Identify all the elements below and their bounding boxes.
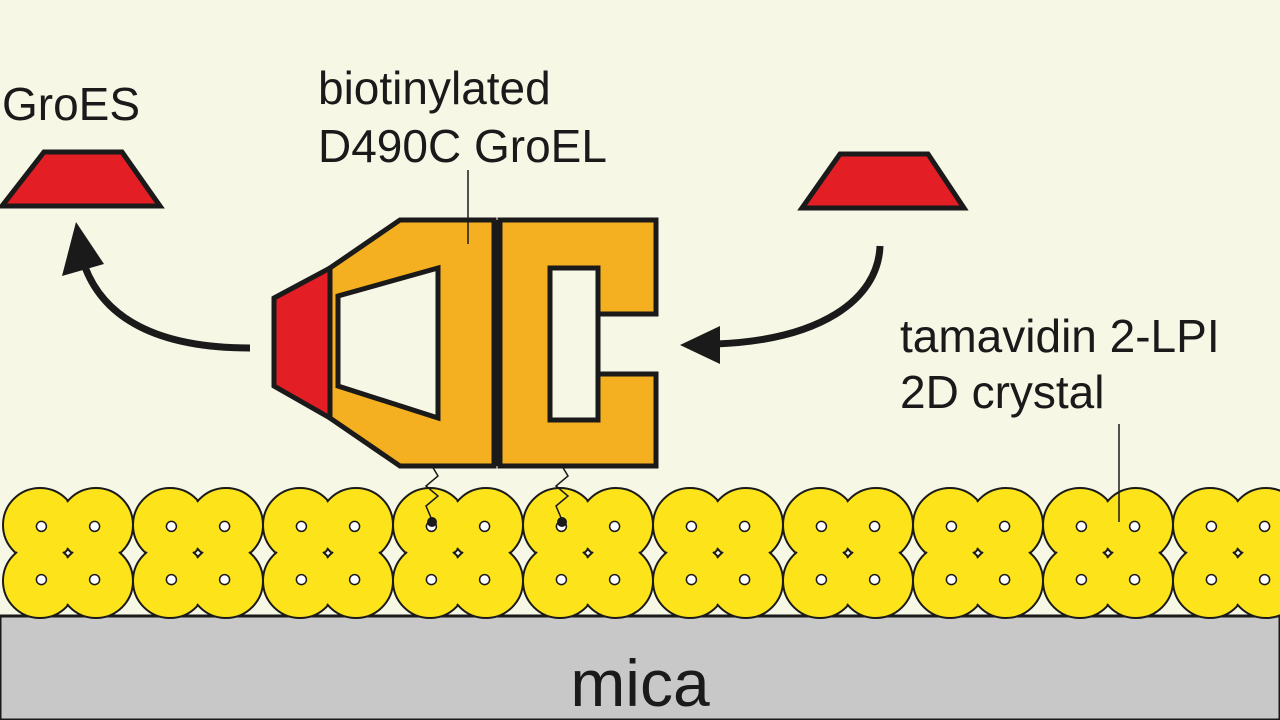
tamavidin-unit xyxy=(782,487,914,619)
groel-complex xyxy=(271,217,659,469)
biotin-binding-site xyxy=(478,520,491,533)
biotin-binding-site xyxy=(425,573,438,586)
biotin-binding-site xyxy=(165,520,178,533)
biotin-dot-left xyxy=(427,517,437,527)
biotin-binding-site xyxy=(1075,520,1088,533)
tamavidin-unit xyxy=(522,487,654,619)
tamavidin-unit xyxy=(262,487,394,619)
groes-bound-cap xyxy=(271,263,333,423)
biotin-binding-site xyxy=(945,520,958,533)
biotin-binding-site xyxy=(738,573,751,586)
biotin-binding-site xyxy=(1128,520,1141,533)
biotin-binding-site xyxy=(815,573,828,586)
biotin-binding-site xyxy=(815,520,828,533)
biotin-binding-site xyxy=(478,573,491,586)
biotin-binding-site xyxy=(218,520,231,533)
binding-arrow xyxy=(715,245,884,348)
tamavidin-label-line2: 2D crystal xyxy=(900,366,1105,418)
biotin-binding-site xyxy=(295,520,308,533)
groes-released xyxy=(0,149,165,209)
biotin-binding-site xyxy=(998,520,1011,533)
groel-label-line1: biotinylated xyxy=(318,62,551,114)
biotin-binding-site xyxy=(868,520,881,533)
biotin-binding-site xyxy=(738,520,751,533)
biotin-binding-site xyxy=(945,573,958,586)
biotin-binding-site xyxy=(1205,520,1218,533)
binding-arrowhead xyxy=(680,326,720,364)
mica-label: mica xyxy=(570,646,710,720)
biotin-binding-site xyxy=(88,520,101,533)
groel-label-line2: D490C GroEL xyxy=(318,120,607,172)
tamavidin-unit xyxy=(392,487,524,619)
biotin-binding-site xyxy=(348,573,361,586)
tamavidin-unit xyxy=(912,487,1044,619)
tamavidin-unit xyxy=(2,487,134,619)
groel-cavity-left xyxy=(335,264,441,422)
biotin-binding-site xyxy=(1128,573,1141,586)
biotin-binding-site xyxy=(608,520,621,533)
biotin-binding-site xyxy=(1075,573,1088,586)
tamavidin-unit xyxy=(652,487,784,619)
biotin-binding-site xyxy=(165,573,178,586)
release-arrowhead xyxy=(62,222,104,276)
biotin-binding-site xyxy=(295,573,308,586)
groes-label: GroES xyxy=(2,78,141,130)
biotin-linker-left xyxy=(424,465,440,521)
biotin-binding-site xyxy=(35,573,48,586)
tamavidin-unit xyxy=(1172,487,1280,619)
biotin-binding-site xyxy=(685,573,698,586)
biotin-binding-site xyxy=(1258,520,1271,533)
mica-substrate xyxy=(0,614,1280,720)
biotin-binding-site xyxy=(555,573,568,586)
biotin-binding-site xyxy=(1205,573,1218,586)
biotin-binding-site xyxy=(88,573,101,586)
biotin-binding-site xyxy=(1258,573,1271,586)
release-arrow xyxy=(78,257,251,352)
tamavidin-subunit-fill xyxy=(1230,489,1280,561)
groel-cavity-right xyxy=(547,265,601,423)
biotin-binding-site xyxy=(685,520,698,533)
tamavidin-subunit-fill xyxy=(1230,545,1280,617)
biotin-binding-site xyxy=(868,573,881,586)
biotin-binding-site xyxy=(608,573,621,586)
groes-incoming xyxy=(797,151,969,211)
biotin-binding-site xyxy=(998,573,1011,586)
biotin-binding-site xyxy=(348,520,361,533)
tamavidin-crystal-layer xyxy=(2,487,1280,619)
biotin-binding-site xyxy=(35,520,48,533)
biotin-dot-right xyxy=(557,517,567,527)
biotin-binding-site xyxy=(218,573,231,586)
biotin-linker-right xyxy=(554,465,570,521)
tamavidin-unit xyxy=(132,487,264,619)
tamavidin-unit xyxy=(1042,487,1174,619)
tamavidin-label-line1: tamavidin 2-LPI xyxy=(900,310,1220,362)
